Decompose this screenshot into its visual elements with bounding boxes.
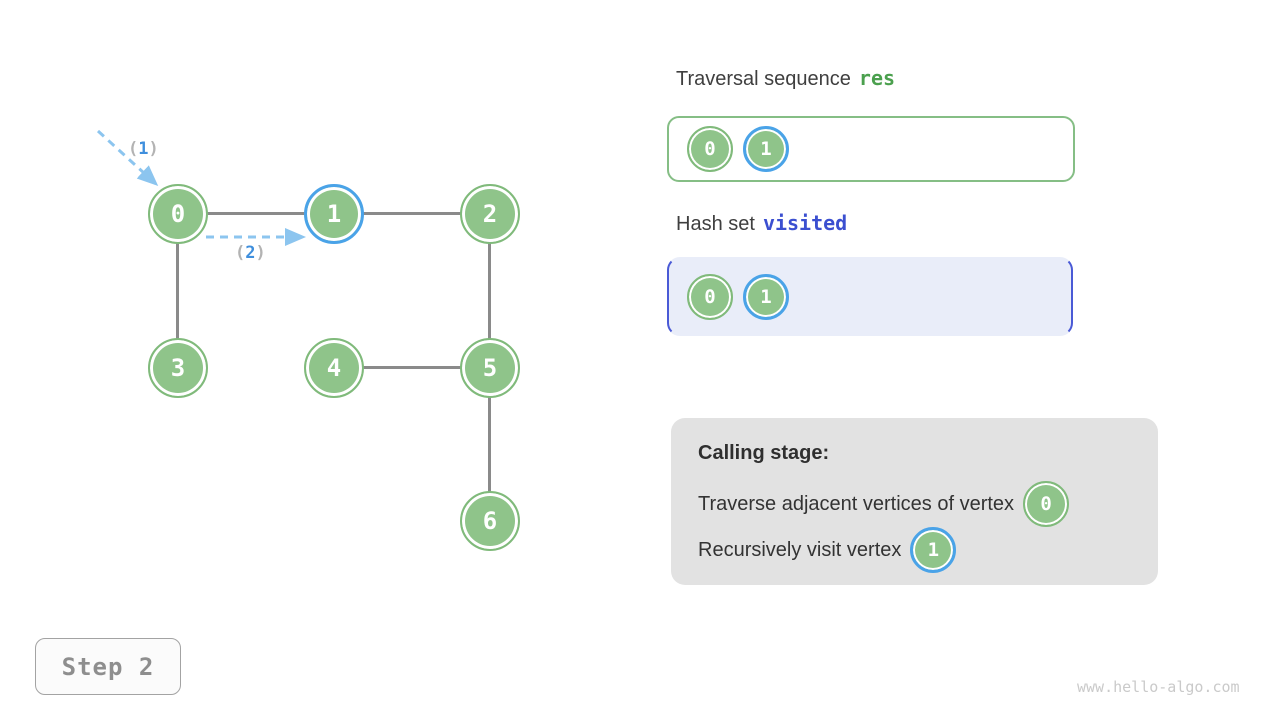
graph-node-3-label: 3	[170, 354, 186, 382]
arrow-label-2: (2)	[235, 243, 266, 263]
calling-stage-line-2: Recursively visit vertex 1	[698, 527, 1138, 573]
res-item-0: 0	[687, 126, 733, 172]
graph-node-2: 2	[460, 184, 520, 244]
visited-item-0-label: 0	[704, 285, 716, 308]
graph-edge-0-3	[176, 214, 179, 368]
visited-set: 0 1	[667, 257, 1073, 336]
calling-stage-line-1: Traverse adjacent vertices of vertex 0	[698, 481, 1138, 527]
calling-stage-line-1-node: 0	[1023, 481, 1070, 527]
graph-node-0-label: 0	[170, 200, 186, 228]
graph-node-4-label: 4	[326, 354, 342, 382]
arrow-label-1: (1)	[128, 139, 159, 159]
res-panel-title-text: Traversal sequence	[676, 68, 851, 90]
visited-item-1-label: 1	[760, 285, 772, 308]
calling-stage-line-2-node: 1	[910, 527, 957, 573]
res-panel-title-code: res	[858, 66, 896, 90]
visited-panel-title-code: visited	[762, 211, 848, 235]
graph-edge-2-5	[488, 214, 491, 368]
visited-item-1: 1	[743, 273, 789, 320]
graph-node-5: 5	[460, 338, 520, 398]
visited-panel-title: Hash set visited	[676, 211, 847, 236]
graph-node-6: 6	[460, 491, 520, 551]
graph-node-0: 0	[148, 184, 208, 244]
graph-node-5-label: 5	[482, 354, 498, 382]
calling-stage-title: Calling stage:	[698, 442, 830, 464]
res-panel-title: Traversal sequence res	[676, 66, 895, 91]
graph-edge-1-2	[334, 212, 490, 215]
calling-stage-line-2-node-label: 1	[927, 539, 940, 561]
calling-stage-panel: Calling stage: Traverse adjacent vertice…	[671, 418, 1158, 585]
calling-stage-line-2-text: Recursively visit vertex	[698, 538, 902, 561]
visited-item-0: 0	[687, 273, 733, 320]
graph-node-1: 1	[304, 184, 364, 244]
res-item-0-label: 0	[704, 138, 716, 160]
graph-edge-0-1	[178, 212, 334, 215]
graph-node-1-label: 1	[326, 200, 342, 228]
graph-node-3: 3	[148, 338, 208, 398]
calling-stage-line-1-text: Traverse adjacent vertices of vertex	[698, 492, 1015, 515]
visited-panel-title-text: Hash set	[676, 213, 755, 235]
graph-edge-4-5	[334, 366, 490, 369]
calling-stage-line-1-node-label: 0	[1040, 493, 1052, 515]
res-item-1: 1	[743, 126, 789, 172]
graph-node-4: 4	[304, 338, 364, 398]
step-badge: Step 2	[35, 638, 181, 695]
watermark: www.hello-algo.com	[1077, 678, 1240, 696]
graph-edge-5-6	[488, 368, 491, 521]
graph-node-2-label: 2	[482, 200, 498, 228]
res-list: 0 1	[667, 116, 1075, 182]
graph-node-6-label: 6	[482, 507, 498, 535]
res-item-1-label: 1	[760, 138, 772, 160]
